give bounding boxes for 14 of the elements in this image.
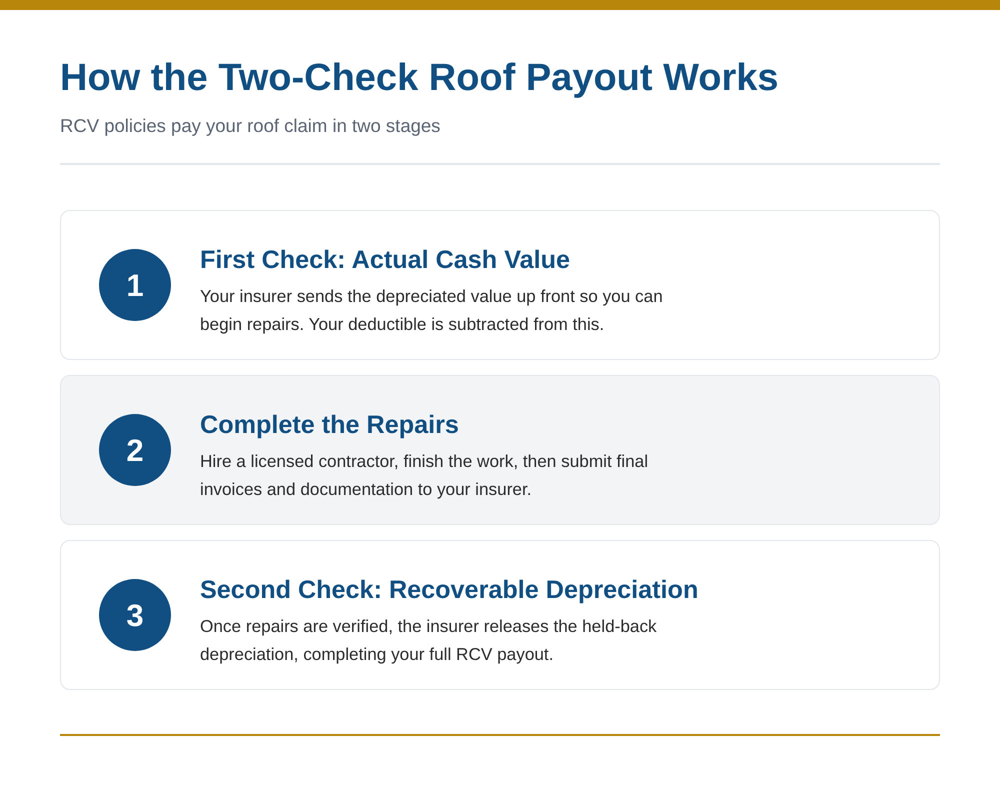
step-card (60, 375, 940, 525)
step-description: Hire a licensed contractor, finish the work, then submit final invoices and documentation to your insurer. (200, 450, 650, 501)
subtitle: RCV policies pay your roof claim in two stages (60, 114, 440, 138)
step-heading: Second Check: Recoverable Depreciation (200, 575, 698, 605)
step-card (60, 210, 940, 360)
step-description: Once repairs are verified, the insurer releases the held-back depreciation, completing your full RCV payout. (200, 615, 658, 666)
step-number: 3 (99, 579, 171, 651)
step-number: 1 (99, 249, 171, 321)
step-description: Your insurer sends the depreciated value up front so you can begin repairs. Your deductible is subtracted from this. (200, 285, 664, 336)
step-heading: First Check: Actual Cash Value (200, 245, 570, 275)
step-card (60, 540, 940, 690)
step-number: 2 (99, 414, 171, 486)
step-heading: Complete the Repairs (200, 410, 459, 440)
page-title: How the Two-Check Roof Payout Works (60, 56, 779, 100)
